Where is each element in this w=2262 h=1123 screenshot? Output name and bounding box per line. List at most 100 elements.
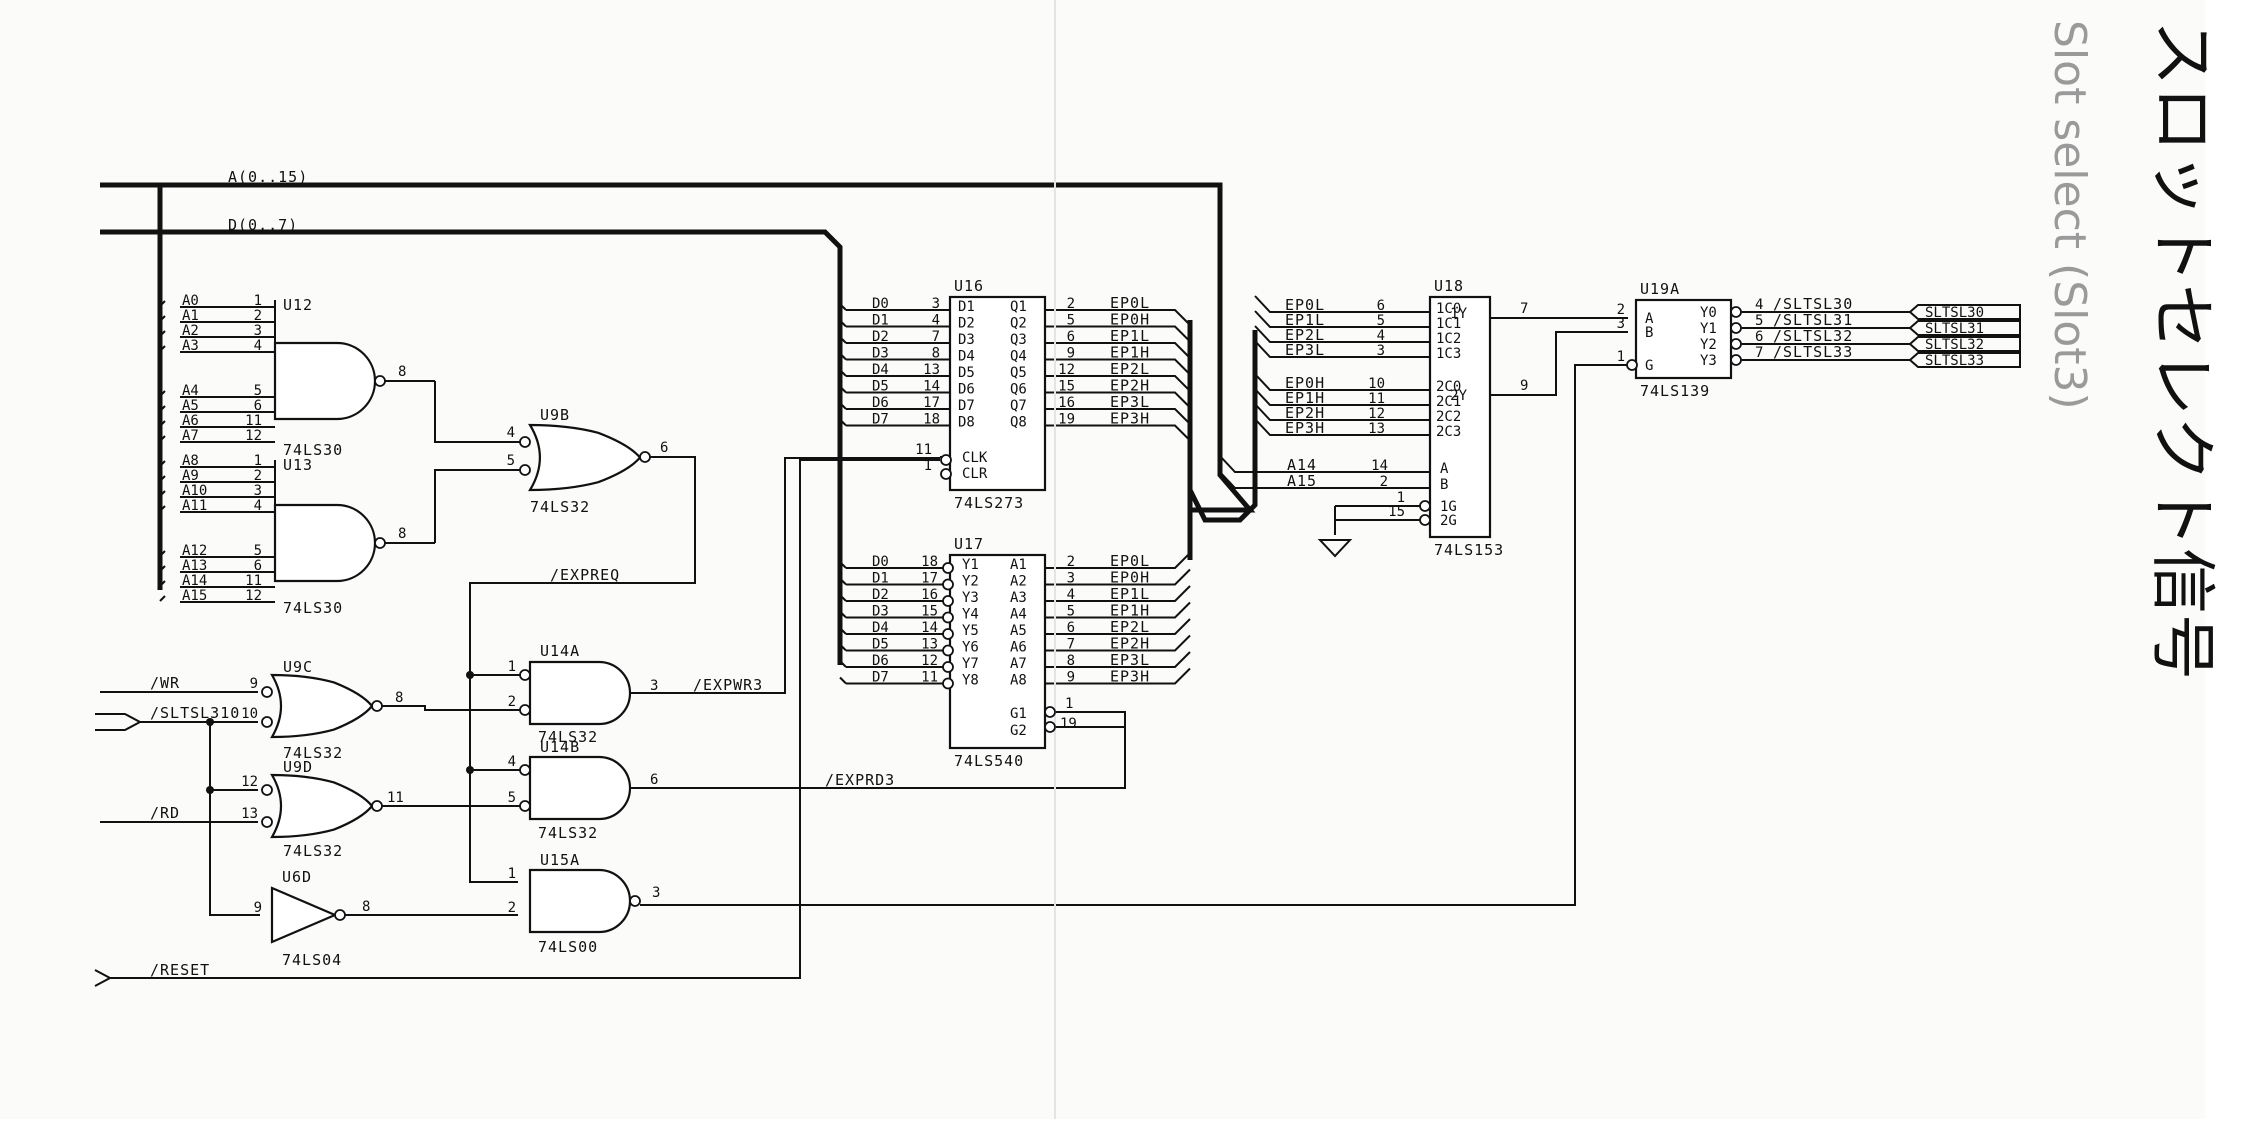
u16-out-pin: 12 xyxy=(1058,362,1075,378)
u9d-ref: U9D xyxy=(283,758,313,776)
address-entry xyxy=(159,565,166,572)
ep-wire xyxy=(1045,325,1191,343)
u12-ref: U12 xyxy=(283,296,313,314)
ep-bus-a xyxy=(1187,320,1258,523)
u9d-pin: 12 xyxy=(241,774,258,790)
u18-in-pin: 6 xyxy=(1377,298,1385,314)
u19a-out-pin: 7 xyxy=(1755,345,1763,361)
data-entry xyxy=(839,660,847,668)
ep-wire xyxy=(1045,651,1191,668)
output-port-label: SLTSL30 xyxy=(1925,305,1984,321)
ep-wire xyxy=(1045,568,1191,586)
u9d-pin: 13 xyxy=(241,806,258,822)
reset-label: /RESET xyxy=(150,961,210,979)
u16-out-name: Q3 xyxy=(1010,332,1027,348)
address-entry xyxy=(159,420,166,427)
address-entry xyxy=(159,595,166,602)
u18-in-net: EP2H xyxy=(1285,404,1325,422)
u19a-out-pin: 5 xyxy=(1755,313,1763,329)
u17-in-name: Y8 xyxy=(962,673,979,689)
u17-in-name: Y5 xyxy=(962,623,979,639)
u19a-out-net: /SLTSL33 xyxy=(1773,343,1853,361)
u19a-in-pin: 1 xyxy=(1617,349,1625,365)
u18-in-wire xyxy=(1254,340,1430,358)
u19a-in-name: B xyxy=(1645,325,1653,341)
u16-out-name: Q6 xyxy=(1010,382,1027,398)
u18-sel-net: A14 xyxy=(1287,456,1317,474)
u16-ep-net: EP2L xyxy=(1110,360,1150,378)
junction-dot xyxy=(466,766,474,774)
u17-in-bubble xyxy=(942,677,954,690)
u16-out-pin: 5 xyxy=(1067,313,1075,329)
u17-in-pin: 16 xyxy=(921,587,938,603)
u16-ep-net: EP1L xyxy=(1110,327,1150,345)
u18-in-net: EP3L xyxy=(1285,341,1325,359)
u18-in-wire xyxy=(1254,388,1430,406)
ep-wire xyxy=(1045,408,1191,425)
u18-sel-wire xyxy=(1219,471,1430,489)
address-pin-number: 2 xyxy=(254,308,262,324)
data-bus xyxy=(100,229,843,665)
reset-port xyxy=(94,969,113,987)
u14a-out-pin: 3 xyxy=(650,678,658,694)
u16-in-name: D2 xyxy=(958,316,975,332)
wire xyxy=(434,381,520,443)
u19a-chip-part: 74LS139 xyxy=(1640,382,1710,400)
u18-in-pin: 4 xyxy=(1377,328,1385,344)
u18-in-name: 1C1 xyxy=(1436,316,1461,332)
u17-in-bubble xyxy=(942,661,954,673)
u16-out-name: Q1 xyxy=(1010,299,1027,315)
u17-ep-net: EP1H xyxy=(1110,602,1150,620)
u18-sel-pin: 14 xyxy=(1371,458,1388,474)
u19a-in-pin: 2 xyxy=(1617,302,1625,318)
wire xyxy=(434,469,520,543)
u18-out-pin: 7 xyxy=(1520,301,1528,317)
address-line-label: A1 xyxy=(182,308,199,324)
u16-ep-net: EP0H xyxy=(1110,311,1150,329)
u18-g-name: 2G xyxy=(1440,513,1457,529)
u9b-gate xyxy=(528,423,642,492)
u9b-in-bubble xyxy=(519,464,531,476)
address-entry xyxy=(159,300,166,307)
u13-out-pin: 8 xyxy=(398,526,406,542)
u19a-out-name: Y1 xyxy=(1700,321,1717,337)
u18-sel-wire xyxy=(1219,455,1430,473)
u16-out-pin: 9 xyxy=(1067,346,1075,362)
u14b-in-bubble xyxy=(519,800,531,812)
u17-in-pin: 11 xyxy=(921,670,938,686)
u17-out-pin: 6 xyxy=(1067,620,1075,636)
data-entry xyxy=(839,336,847,344)
u18-in-name: 2C0 xyxy=(1436,379,1461,395)
data-entry xyxy=(839,303,847,311)
address-pin-number: 1 xyxy=(254,453,262,469)
u17-g2-label: G2 xyxy=(1010,723,1027,739)
address-bus-label: A(0..15) xyxy=(228,168,308,186)
address-pin-number: 6 xyxy=(254,398,262,414)
u17-data-label: D1 xyxy=(872,571,889,587)
u17-out-name: A1 xyxy=(1010,557,1027,573)
u14a-in-bubble xyxy=(519,704,531,716)
u9b-out-pin: 6 xyxy=(660,440,668,456)
ep-wire xyxy=(1045,634,1191,652)
address-line-label: A0 xyxy=(182,293,199,309)
u18-in-net: EP3H xyxy=(1285,419,1325,437)
u13-output-bubble xyxy=(374,537,386,549)
address-line-label: A13 xyxy=(182,558,207,574)
address-entry xyxy=(159,475,166,482)
u16-out-name: Q5 xyxy=(1010,365,1027,381)
u18-in-name: 2C2 xyxy=(1436,409,1461,425)
address-line-label: A8 xyxy=(182,453,199,469)
u16-data-label: D7 xyxy=(872,412,889,428)
u17-in-name: Y4 xyxy=(962,607,979,623)
u6d-ref: U6D xyxy=(282,868,312,886)
address-line-label: A5 xyxy=(182,398,199,414)
u17-in-pin: 14 xyxy=(921,620,938,636)
u14a-pin: 2 xyxy=(508,694,516,710)
u14b-pin: 5 xyxy=(508,790,516,806)
address-pin-number: 5 xyxy=(254,383,262,399)
u18-chip-part: 74LS153 xyxy=(1434,541,1504,559)
u9c-ref: U9C xyxy=(283,658,313,676)
address-line-label: A7 xyxy=(182,428,199,444)
address-line-label: A11 xyxy=(182,498,207,514)
data-entry xyxy=(839,402,847,410)
